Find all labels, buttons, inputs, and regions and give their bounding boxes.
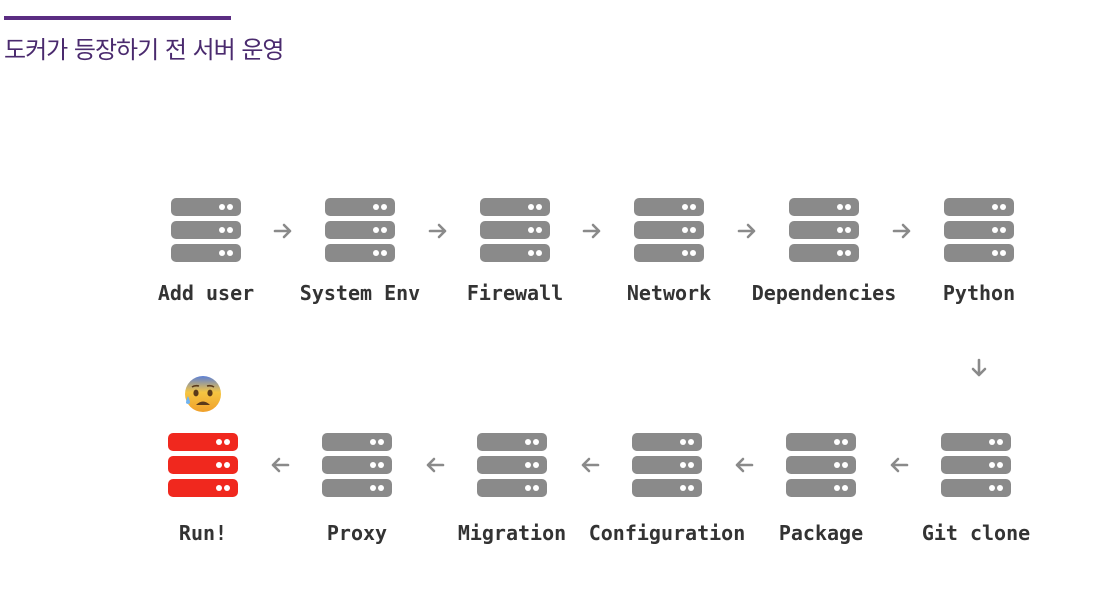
configuration-server-icon — [632, 433, 702, 497]
python-step-label: Python — [942, 281, 1016, 305]
arrow-right-icon — [890, 219, 914, 243]
arrow-left-icon — [578, 453, 602, 477]
add-user-step-label: Add user — [157, 281, 255, 305]
run-step-label: Run! — [178, 521, 228, 545]
network-step-label: Network — [626, 281, 712, 305]
arrow-right-icon — [426, 219, 450, 243]
system-env-server-icon — [325, 198, 395, 262]
migration-step-label: Migration — [457, 521, 567, 545]
dependencies-server-icon — [789, 198, 859, 262]
proxy-step-label: Proxy — [326, 521, 388, 545]
anxious-face-with-sweat-icon — [183, 374, 223, 414]
arrow-left-icon — [268, 453, 292, 477]
arrow-down-icon — [967, 356, 991, 380]
dependencies-step-label: Dependencies — [751, 281, 897, 305]
firewall-server-icon — [480, 198, 550, 262]
arrow-right-icon — [580, 219, 604, 243]
arrow-left-icon — [423, 453, 447, 477]
configuration-step-label: Configuration — [588, 521, 746, 545]
git-clone-server-icon — [941, 433, 1011, 497]
migration-server-icon — [477, 433, 547, 497]
add-user-server-icon — [171, 198, 241, 262]
title-accent-bar — [4, 16, 231, 20]
arrow-right-icon — [271, 219, 295, 243]
network-server-icon — [634, 198, 704, 262]
run-server-icon — [168, 433, 238, 497]
arrow-left-icon — [887, 453, 911, 477]
package-step-label: Package — [778, 521, 864, 545]
proxy-server-icon — [322, 433, 392, 497]
git-clone-step-label: Git clone — [921, 521, 1031, 545]
package-server-icon — [786, 433, 856, 497]
firewall-step-label: Firewall — [466, 281, 564, 305]
arrow-left-icon — [732, 453, 756, 477]
system-env-step-label: System Env — [299, 281, 421, 305]
page-title: 도커가 등장하기 전 서버 운영 — [4, 36, 284, 64]
python-server-icon — [944, 198, 1014, 262]
arrow-right-icon — [735, 219, 759, 243]
